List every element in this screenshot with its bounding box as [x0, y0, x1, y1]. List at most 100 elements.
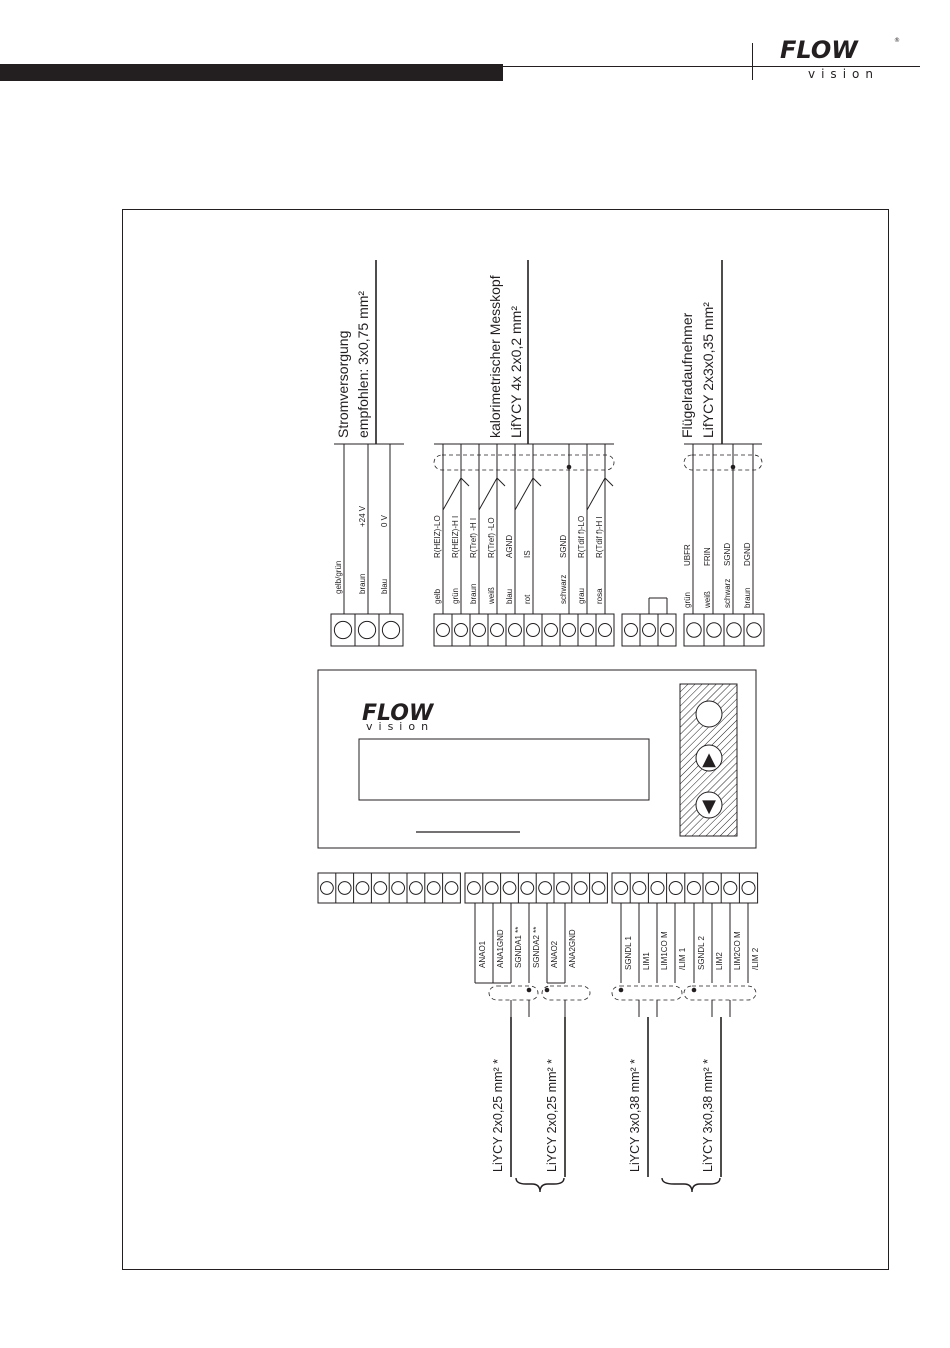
analog-cable-label: LiYCY 2x0,25 mm² *: [491, 1059, 505, 1172]
probe-wire-signal: R(Tdif f)-H I: [595, 516, 604, 558]
probe-wire-signal: R(Tdif f)-LO: [577, 516, 586, 558]
probe-wire-color: blau: [505, 589, 514, 604]
analog-terminal-screw: [484, 881, 499, 895]
header-logo-divider: [752, 43, 753, 80]
paddle-shield: [683, 454, 763, 471]
relay-terminal-screw: [337, 881, 352, 895]
paddle-wire-color: weiß: [703, 591, 712, 609]
analog-shield-1: [488, 985, 539, 1001]
paddle-wire-signal: SGND: [723, 543, 732, 566]
device-housing: [317, 669, 757, 849]
limit-shield-dot: [618, 987, 624, 993]
limit-terminal-screw: [705, 880, 720, 896]
analog-terminal-screw: [502, 881, 517, 895]
limit-cable-label: LiYCY 3x0,38 mm² *: [628, 1059, 642, 1172]
relay-terminal-screw: [319, 881, 334, 895]
probe-terminal-screw: [454, 623, 468, 637]
registered-mark: ®: [894, 37, 900, 44]
analog-terminal-screw: [466, 881, 481, 895]
up-arrow-icon: ▲: [702, 749, 716, 770]
analog-terminal-screw: [573, 881, 588, 895]
twisted-pair-mark: [532, 477, 542, 487]
analog-signal: ANAO2: [550, 940, 559, 968]
analog-signal: ANA2GND: [568, 929, 577, 968]
probe-shield: [433, 454, 615, 471]
probe-wire-color: gelb: [433, 588, 442, 604]
analog-signal: ANAO1: [478, 940, 487, 968]
paddle-terminal-screw: [726, 622, 742, 638]
probe-wire-signal: IS: [523, 550, 532, 558]
logo-text: FLOW: [780, 36, 859, 64]
probe-terminal-screw: [562, 623, 576, 637]
paddle-wire-signal: DGND: [743, 542, 752, 566]
relay-terminal-screw: [373, 881, 388, 895]
paddle-wire-color: braun: [743, 588, 752, 608]
flow-vision-logo: FLOW ® vision: [780, 36, 900, 81]
paddle-terminal-screw: [706, 622, 722, 638]
relay-terminal-screw: [444, 881, 459, 895]
analog-shield-dot: [544, 987, 550, 993]
relay-terminal-screw: [408, 881, 423, 895]
probe-terminal-screw: [598, 623, 612, 637]
paddle-cable-title: Flügelradaufnehmer: [679, 312, 695, 438]
probe-terminal-screw: [436, 623, 450, 637]
twisted-pair-mark: [460, 477, 470, 487]
limit-terminal-screw: [632, 880, 647, 896]
spare-terminal-body: [621, 613, 677, 647]
limit-signal: LIM2: [715, 952, 724, 970]
probe-terminal-screw: [544, 623, 558, 637]
spare-terminal-screw: [624, 623, 638, 637]
device-display-window: [358, 738, 650, 801]
analog-shield-dot: [526, 987, 532, 993]
limit-terminal-screw: [614, 880, 629, 896]
probe-terminal-screw: [508, 623, 522, 637]
limit-terminal-screw: [723, 880, 738, 896]
probe-wire-color: weiß: [487, 587, 496, 605]
paddle-cable-spec: LifYCY 2x3x0,35 mm²: [700, 302, 716, 438]
limit-terminal-screw: [741, 880, 756, 896]
paddle-wire-signal: UBFR: [683, 544, 692, 566]
paddle-terminal-screw: [686, 622, 702, 638]
down-arrow-icon: ▼: [702, 796, 716, 817]
twisted-pair-mark: [586, 477, 606, 511]
power-terminal-screw: [357, 620, 377, 640]
probe-wire-color: braun: [469, 584, 478, 604]
twisted-pair-mark: [514, 477, 534, 511]
probe-wire-signal: R(Tref) -LO: [487, 517, 496, 558]
enter-key: [695, 700, 723, 728]
limit-terminal-screw: [668, 880, 683, 896]
spare-terminal-group: [621, 597, 677, 647]
twisted-pair-mark: [496, 477, 506, 487]
analog-signal: ANA1GND: [496, 929, 505, 968]
probe-wire-color: rosa: [595, 588, 604, 604]
header-rule: [503, 66, 920, 67]
limit-signal: /LIM 2: [751, 947, 760, 970]
limit-signal: SGNDL 2: [697, 936, 706, 970]
power-terminal-body: [330, 613, 404, 647]
twisted-pair-mark: [604, 477, 614, 487]
device-logo-subtext: vision: [366, 720, 434, 733]
spare-terminal-screw: [642, 623, 656, 637]
up-key: [695, 744, 723, 772]
analog-signal: SGNDA1 **: [514, 927, 523, 968]
limit-cable-brace: [661, 1177, 721, 1193]
analog-terminal-screw: [520, 881, 535, 895]
limit-signal: /LIM 1: [678, 947, 687, 970]
limit-shield-2: [683, 985, 757, 1001]
power-cable-spec: empfohlen: 3x0,75 mm²: [355, 291, 371, 438]
power-terminal-screw: [333, 620, 353, 640]
down-key: [695, 791, 723, 819]
power-wire-color: blau: [380, 579, 389, 594]
analog-terminal-screw: [538, 881, 553, 895]
power-wire-signal: 0 V: [380, 514, 389, 527]
paddle-shield-dot: [730, 464, 736, 470]
probe-terminal-screw: [526, 623, 540, 637]
limit-signal: SGNDL 1: [624, 936, 633, 970]
wiring-diagram-frame: [122, 209, 889, 1270]
probe-terminal-screw: [580, 623, 594, 637]
paddle-terminal-screw: [746, 622, 762, 638]
probe-cable-title: kalorimetrischer Messkopf: [487, 275, 503, 438]
